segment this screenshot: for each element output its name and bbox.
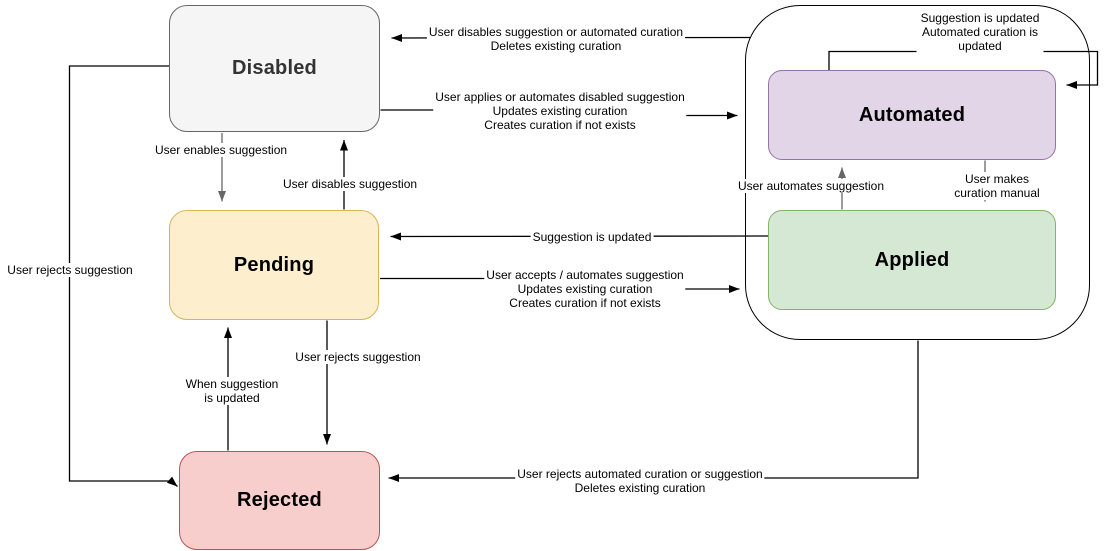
- edge-label-rejected-to-pending: When suggestion is updated: [183, 377, 281, 405]
- edge-label-pending-to-rejected: User rejects suggestion: [293, 350, 423, 364]
- edge-label-automated-self-loop: Suggestion is updated Automated curation…: [916, 11, 1044, 53]
- state-applied-label: Applied: [874, 248, 950, 271]
- edge-label-pending-to-group: User accepts / automates suggestion Upda…: [484, 268, 686, 310]
- edge-label-applied-to-pending: Suggestion is updated: [530, 230, 654, 244]
- state-automated-label: Automated: [858, 103, 966, 126]
- state-applied: Applied: [768, 210, 1056, 310]
- state-pending-label: Pending: [233, 253, 315, 276]
- state-rejected-label: Rejected: [237, 489, 322, 511]
- edge-label-group-to-disabled: User disables suggestion or automated cu…: [426, 25, 686, 53]
- curation-group-container: [745, 5, 1090, 340]
- edge-disabled-to-rejected: [68, 65, 178, 487]
- state-rejected: Rejected: [179, 451, 380, 550]
- edge-label-disabled-to-group: User applies or automates disabled sugge…: [433, 90, 687, 132]
- state-disabled-label: Disabled: [232, 57, 317, 79]
- state-pending: Pending: [169, 210, 379, 320]
- edge-label-pending-to-disabled: User disables suggestion: [280, 177, 420, 191]
- edge-label-group-to-rejected: User rejects automated curation or sugge…: [515, 467, 765, 495]
- state-automated: Automated: [768, 70, 1056, 160]
- edge-label-applied-to-automated: User automates suggestion: [735, 179, 887, 193]
- edge-label-disabled-to-pending: User enables suggestion: [152, 143, 290, 157]
- edge-label-automated-to-applied: User makes curation manual: [942, 172, 1052, 200]
- edge-automated-self-loop: [828, 50, 1099, 89]
- edge-label-disabled-to-rejected: User rejects suggestion: [5, 263, 135, 277]
- state-disabled: Disabled: [169, 5, 380, 132]
- edge-group-to-rejected: [388, 340, 919, 482]
